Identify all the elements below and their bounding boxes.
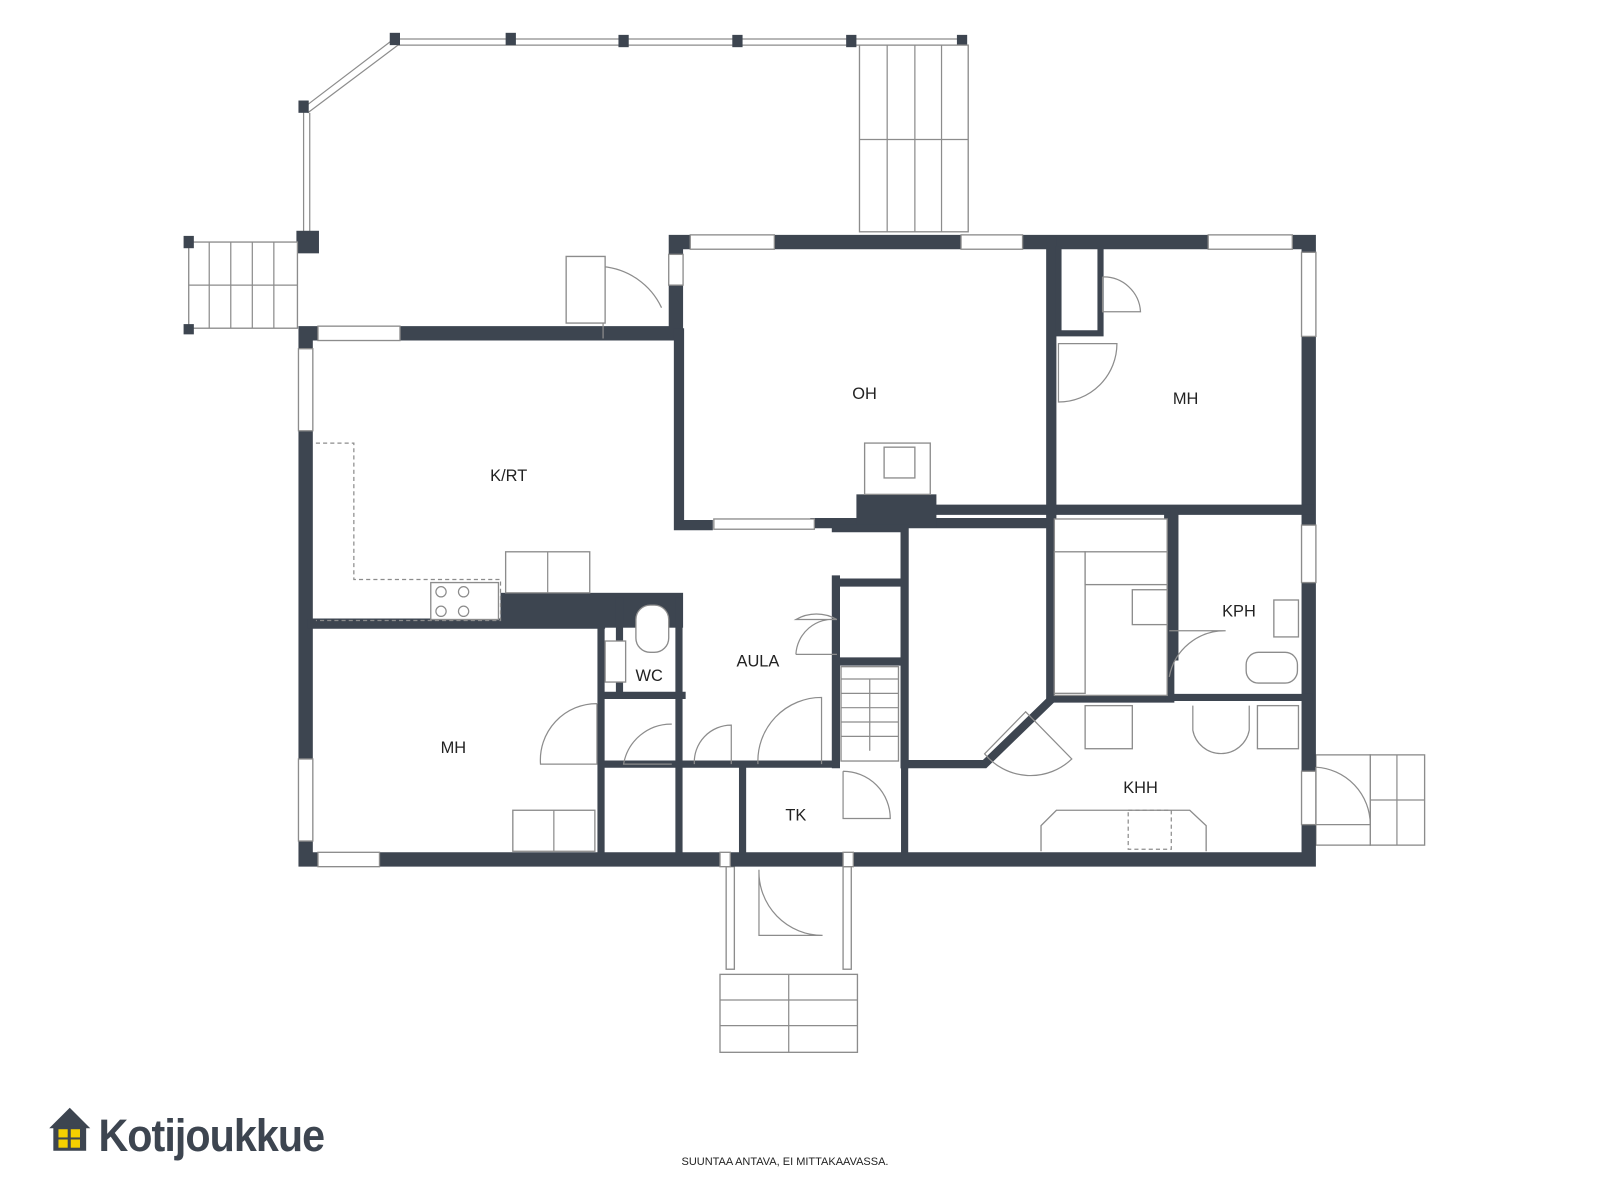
room-label-aula: AULA <box>737 653 780 671</box>
room-label-wc: WC <box>636 667 663 685</box>
stairs-left <box>183 235 299 335</box>
logo: Kotijoukkue <box>49 1107 325 1161</box>
windows <box>297 234 1317 868</box>
room-label-khh: KHH <box>1123 779 1158 797</box>
logo-text: Kotijoukkue <box>98 1110 324 1161</box>
room-label-mh-lower: MH <box>441 739 467 757</box>
walls <box>298 234 1316 867</box>
house-icon <box>49 1107 91 1151</box>
stairs-right <box>1315 754 1426 846</box>
room-label-kph: KPH <box>1222 602 1256 620</box>
stairs-top <box>858 44 969 233</box>
terrace <box>296 32 968 254</box>
doors <box>539 255 1371 936</box>
stairs-bottom <box>719 866 859 1053</box>
footer-disclaimer: SUUNTAA ANTAVA, EI MITTAKAAVASSA. <box>681 1156 889 1168</box>
room-label-tk: TK <box>785 807 806 825</box>
fixtures <box>315 442 1300 852</box>
room-label-krt: K/RT <box>490 467 527 485</box>
room-label-oh: OH <box>852 385 877 403</box>
stairs-interior <box>840 666 900 762</box>
room-label-mh-upper: MH <box>1173 390 1199 408</box>
